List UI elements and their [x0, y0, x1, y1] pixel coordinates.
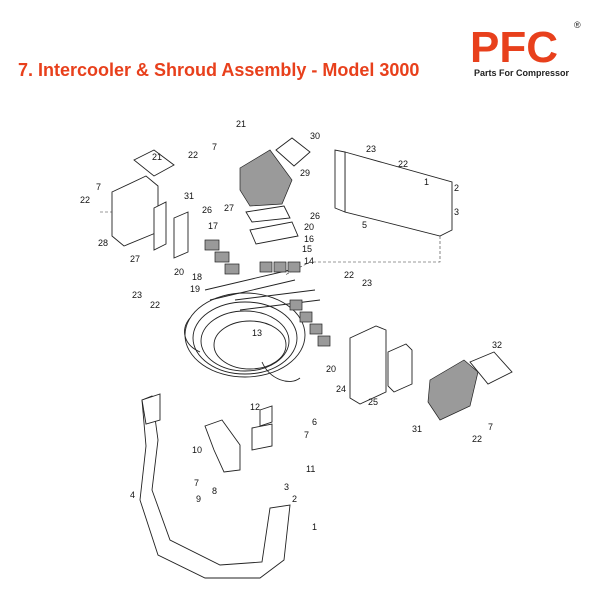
callout-20c: 20 — [326, 364, 336, 374]
callout-8: 8 — [212, 486, 217, 496]
logo-letters: PFC — [470, 23, 558, 72]
callout-28: 28 — [98, 238, 108, 248]
callout-18: 18 — [192, 272, 202, 282]
callout-29: 29 — [300, 168, 310, 178]
callout-30: 30 — [310, 131, 320, 141]
callout-26: 26 — [202, 205, 212, 215]
callout-22d: 22 — [344, 270, 354, 280]
callout-23b: 23 — [362, 278, 372, 288]
callout-31b: 31 — [412, 424, 422, 434]
callout-1: 1 — [312, 522, 317, 532]
callout-24: 24 — [336, 384, 346, 394]
callout-11: 11 — [306, 464, 315, 474]
callout-22b: 22 — [80, 195, 90, 205]
lower-brackets-part — [204, 405, 273, 473]
callout-1b: 1 — [424, 177, 429, 187]
callout-21b: 21 — [152, 152, 162, 162]
callout-20: 20 — [174, 267, 184, 277]
callout-27b: 27 — [130, 254, 140, 264]
callout-22e: 22 — [150, 300, 160, 310]
callout-12: 12 — [250, 402, 260, 412]
callout-23: 23 — [366, 144, 376, 154]
pfc-logo: PFC ® — [470, 20, 581, 72]
callout-7: 7 — [304, 430, 309, 440]
callout-32: 32 — [492, 340, 502, 350]
callout-16: 16 — [304, 234, 314, 244]
callout-22: 22 — [188, 150, 198, 160]
callout-27: 27 — [224, 203, 234, 213]
fittings-part — [204, 239, 331, 347]
callout-3: 3 — [284, 482, 289, 492]
callout-2b: 2 — [454, 183, 459, 193]
callout-labels: 1 2 3 4 5 6 7 8 9 10 11 12 13 14 15 16 1… — [80, 119, 502, 532]
left-head-part — [100, 149, 189, 259]
callout-2: 2 — [292, 494, 297, 504]
callout-22c: 22 — [398, 159, 408, 169]
intercooler-core-part — [184, 269, 321, 382]
callout-4: 4 — [130, 490, 135, 500]
page-title: 7. Intercooler & Shroud Assembly - Model… — [18, 60, 420, 80]
callout-20b: 20 — [304, 222, 314, 232]
registered-mark: ® — [574, 20, 581, 30]
callout-7e: 7 — [488, 422, 493, 432]
callout-7c: 7 — [194, 478, 199, 488]
callout-17: 17 — [208, 221, 218, 231]
callout-26b: 26 — [310, 211, 320, 221]
upper-head-part — [239, 137, 311, 245]
callout-21: 21 — [236, 119, 246, 129]
callout-13: 13 — [252, 328, 262, 338]
callout-15: 15 — [302, 244, 312, 254]
callout-19: 19 — [190, 284, 200, 294]
callout-3b: 3 — [454, 207, 459, 217]
logo-tagline: Parts For Compressor — [474, 68, 570, 78]
callout-9: 9 — [196, 494, 201, 504]
shroud-part — [139, 393, 291, 579]
callout-25: 25 — [368, 397, 378, 407]
callout-22f: 22 — [472, 434, 482, 444]
callout-5: 5 — [362, 220, 367, 230]
callout-14: 14 — [304, 256, 314, 266]
right-head-part — [349, 325, 513, 421]
callout-10: 10 — [192, 445, 202, 455]
callout-31: 31 — [184, 191, 194, 201]
callout-6: 6 — [312, 417, 317, 427]
callout-7b: 7 — [96, 182, 101, 192]
callout-7d: 7 — [212, 142, 217, 152]
callout-23c: 23 — [132, 290, 142, 300]
